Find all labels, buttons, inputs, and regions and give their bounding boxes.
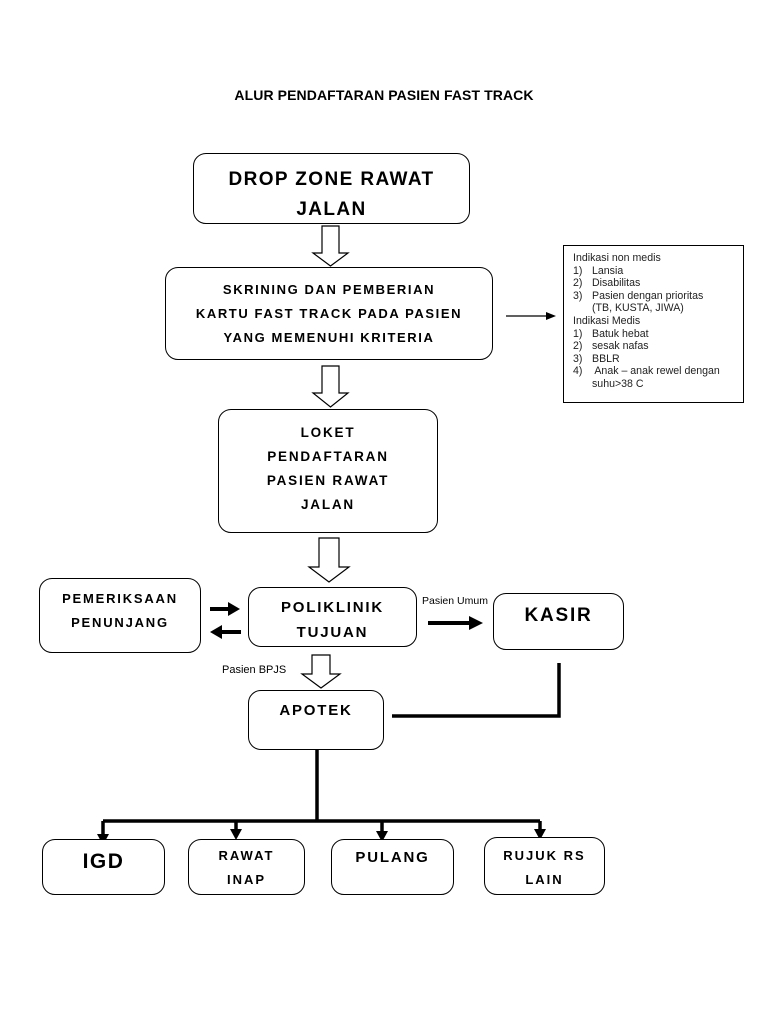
node-text: JALAN	[300, 497, 355, 512]
criteria-item-text: Batuk hebat	[592, 327, 649, 340]
node-text: PEMERIKSAAN	[62, 591, 178, 606]
criteria-item-number: 2)	[573, 340, 583, 353]
criteria-item-number: 3)	[573, 352, 583, 365]
criteria-heading-medis: Indikasi Medis	[573, 314, 641, 327]
criteria-item-number: 2)	[573, 277, 583, 290]
criteria-item: 4) Anak – anak rewel dengan	[573, 365, 739, 378]
node-text: LOKET	[300, 425, 356, 440]
node-poliklinik-tujuan: POLIKLINIK TUJUAN	[248, 587, 417, 647]
diagram-title: ALUR PENDAFTARAN PASIEN FAST TRACK	[234, 87, 534, 103]
criteria-item: 2) Disabilitas	[573, 277, 739, 290]
criteria-item: 1) Batuk hebat	[573, 328, 739, 341]
criteria-item-number: 3)	[573, 289, 583, 302]
node-text: KASIR	[524, 605, 593, 626]
criteria-item-text: Disabilitas	[592, 277, 641, 290]
node-text: PENUNJANG	[71, 615, 169, 630]
node-pulang: PULANG	[331, 839, 454, 895]
arrow-poliklinik-to-kasir	[428, 616, 483, 630]
node-text: SKRINING DAN PEMBERIAN	[222, 281, 436, 297]
arrow-to-pemeriksaan	[210, 625, 241, 639]
node-text: INAP	[226, 872, 267, 887]
criteria-item: 3) BBLR	[573, 353, 739, 366]
criteria-item: 3) Pasien dengan prioritas	[573, 290, 739, 303]
connector-kasir-to-apotek	[392, 663, 561, 718]
criteria-note: Indikasi non medis 1) Lansia 2) Disabili…	[563, 245, 744, 403]
arrow-skrining-to-criteria	[506, 312, 556, 320]
node-text: PENDAFTARAN	[267, 449, 389, 464]
criteria-item-text: Pasien dengan prioritas	[592, 289, 704, 302]
edge-label-pasien-umum: Pasien Umum	[422, 595, 488, 607]
edge-label-pasien-bpjs: Pasien BPJS	[222, 664, 287, 676]
node-text: APOTEK	[279, 702, 353, 719]
node-skrining: SKRINING DAN PEMBERIAN KARTU FAST TRACK …	[165, 267, 493, 360]
criteria-item-number: 1)	[573, 327, 583, 340]
criteria-item-number: 4)	[573, 365, 583, 378]
arrow-to-poliklinik	[210, 602, 240, 616]
node-text: POLIKLINIK	[281, 599, 384, 616]
node-apotek: APOTEK	[248, 690, 384, 750]
criteria-heading-non-medis: Indikasi non medis	[573, 252, 661, 264]
criteria-item: 2) sesak nafas	[573, 340, 739, 353]
node-text: LAIN	[525, 872, 564, 887]
node-igd: IGD	[42, 839, 165, 895]
node-kasir: KASIR	[493, 593, 624, 650]
arrow-loket-to-poliklinik	[307, 537, 351, 583]
node-text: PASIEN RAWAT	[266, 473, 390, 488]
node-loket: LOKET PENDAFTARAN PASIEN RAWAT JALAN	[218, 409, 438, 533]
arrow-dropzone-to-skrining	[311, 225, 350, 267]
node-text: IGD	[82, 850, 125, 873]
node-text: YANG MEMENUHI KRITERIA	[223, 329, 435, 345]
node-text: KARTU FAST TRACK PADA PASIEN	[195, 305, 463, 321]
node-drop-zone: DROP ZONE RAWAT JALAN	[193, 153, 470, 224]
arrow-poliklinik-to-apotek	[300, 654, 342, 689]
criteria-item-continuation: suhu>38 C	[592, 377, 644, 390]
criteria-item-text: sesak nafas	[592, 340, 649, 353]
criteria-item-number: 1)	[573, 264, 583, 277]
node-text: RUJUK RS	[503, 848, 586, 863]
node-rujuk-rs-lain: RUJUK RS LAIN	[484, 837, 605, 895]
criteria-item-text: Lansia	[592, 264, 624, 277]
node-text: RAWAT	[218, 848, 275, 863]
criteria-item: 1) Lansia	[573, 265, 739, 278]
node-pemeriksaan-penunjang: PEMERIKSAAN PENUNJANG	[39, 578, 201, 653]
node-text: JALAN	[296, 199, 367, 220]
node-text: DROP ZONE RAWAT	[228, 169, 435, 190]
connector-apotek-to-outcomes	[97, 750, 546, 845]
node-text: PULANG	[355, 849, 430, 866]
criteria-item-text: Anak – anak rewel dengan	[592, 365, 720, 378]
node-rawat-inap: RAWAT INAP	[188, 839, 305, 895]
criteria-item-continuation: (TB, KUSTA, JIWA)	[592, 302, 684, 315]
node-text: TUJUAN	[296, 624, 369, 641]
criteria-item-text: BBLR	[592, 352, 620, 365]
arrow-skrining-to-loket	[311, 365, 350, 408]
